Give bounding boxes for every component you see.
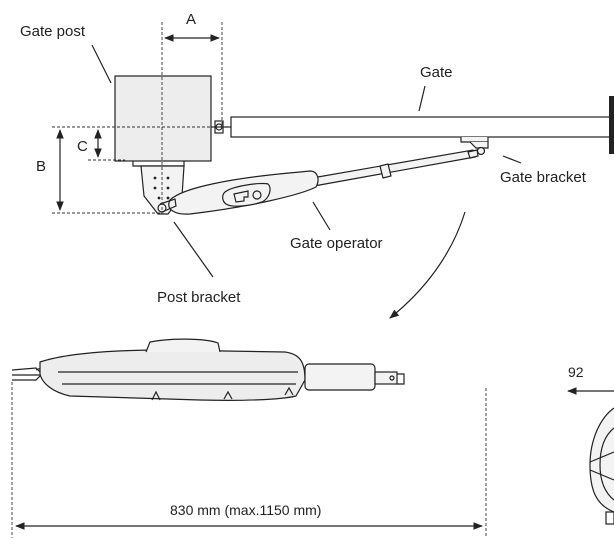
dimension-b-c: B C	[36, 126, 231, 214]
gate-operator	[159, 149, 479, 215]
gate-leaf	[211, 96, 614, 154]
dimension-a-label: A	[186, 11, 196, 28]
gate-post-block	[114, 75, 212, 162]
gate-bracket	[460, 137, 489, 156]
swing-arrow-icon	[389, 211, 466, 319]
gate-post-label: Gate post	[20, 23, 86, 40]
post-bracket-label: Post bracket	[157, 289, 241, 306]
dimension-a: A	[161, 11, 223, 214]
gate-bracket-label: Gate bracket	[500, 169, 587, 186]
unlock-icon	[233, 190, 249, 203]
end-view-partial: 92	[567, 364, 614, 525]
dimension-b-label: B	[36, 158, 46, 175]
gate-operator-label: Gate operator	[290, 235, 383, 252]
side-dimension-label: 92	[568, 364, 584, 380]
dimension-c-label: C	[77, 138, 88, 155]
gate-post	[114, 75, 212, 167]
gate-label: Gate	[420, 64, 453, 81]
operator-side-view	[11, 338, 405, 401]
length-dimension-label: 830 mm (max.1150 mm)	[170, 502, 321, 518]
length-dimension: 830 mm (max.1150 mm)	[11, 382, 487, 538]
